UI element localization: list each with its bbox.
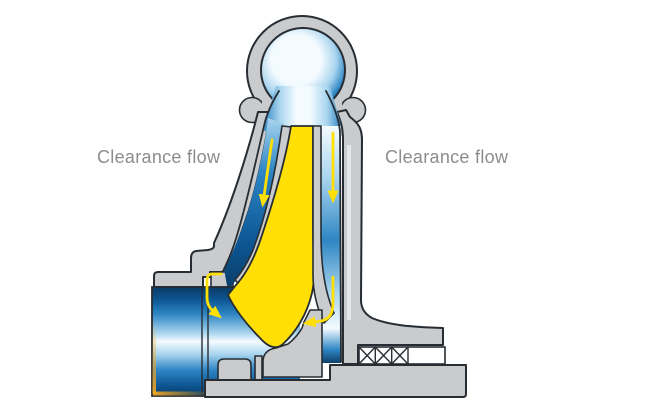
shaft-and-seal	[204, 145, 467, 398]
cavity-edge-left	[223, 90, 280, 270]
right-wall-highlight	[347, 145, 351, 320]
flow-arrow-left-down-icon	[258, 138, 274, 208]
right-clearance-channel	[321, 126, 341, 363]
neck-fluid	[264, 86, 341, 131]
pipe-glow-bottom	[153, 391, 215, 396]
shaft-base-bar	[204, 364, 467, 398]
shaft-nut	[217, 358, 252, 381]
flow-arrow-wear-ring-hook-icon	[205, 272, 223, 319]
pipe-glow-left	[152, 320, 156, 394]
hub-spacer	[254, 355, 263, 381]
impeller-blade	[227, 125, 315, 349]
packing-gland-hatch	[358, 346, 446, 365]
clearance-flow-arrows	[205, 131, 339, 328]
casing-right-wall	[336, 109, 444, 365]
flow-arrow-back-clearance-icon	[302, 275, 335, 328]
clearance-flow-label-right: Clearance flow	[385, 147, 509, 167]
cavity-edge-right	[325, 90, 342, 363]
clearance-flow-label-left: Clearance flow	[97, 147, 221, 167]
